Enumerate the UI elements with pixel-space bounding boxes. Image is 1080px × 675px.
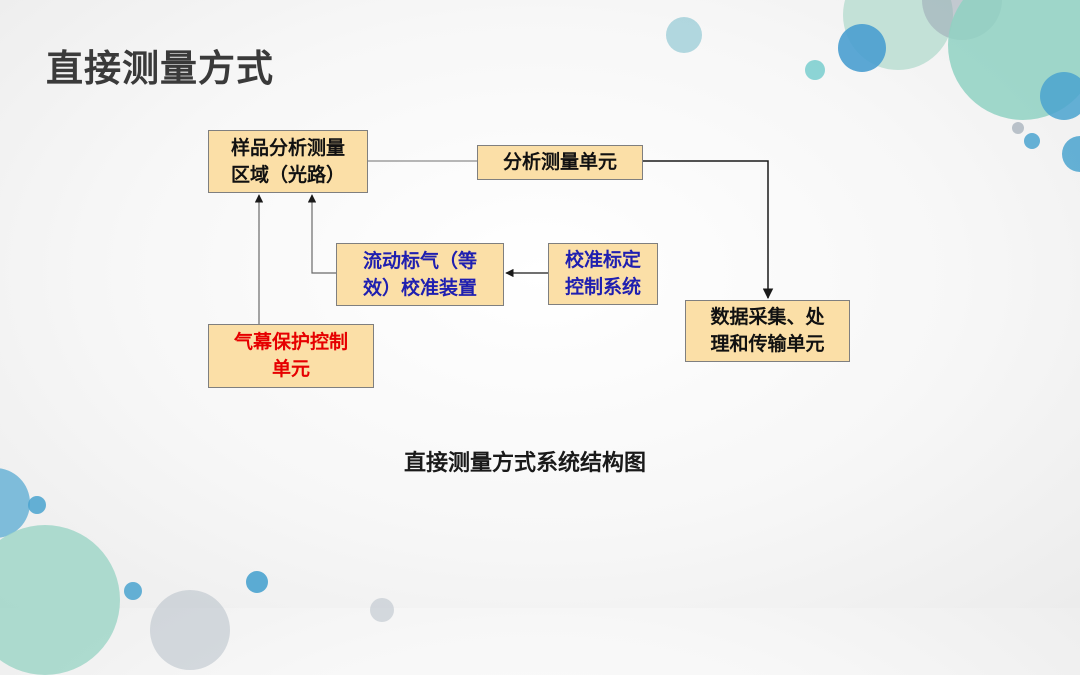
node-analysis-unit: 分析测量单元 xyxy=(477,145,643,180)
decor-bubble xyxy=(1012,122,1024,134)
node-data-unit-line2: 理和传输单元 xyxy=(710,333,825,355)
decor-bubble xyxy=(124,582,142,600)
decor-bubble xyxy=(805,60,825,80)
node-calib-control-line2: 控制系统 xyxy=(564,276,641,298)
node-flow-gas-line2: 效）校准装置 xyxy=(362,276,477,299)
decor-bubble xyxy=(1024,133,1040,149)
node-flow-gas: 流动标气（等 效）校准装置 xyxy=(336,243,504,306)
decor-bubble xyxy=(246,571,268,593)
node-analysis-unit-label: 分析测量单元 xyxy=(502,151,617,173)
node-curtain-control-line1: 气幕保护控制 xyxy=(233,331,348,353)
diagram-caption: 直接测量方式系统结构图 xyxy=(403,451,646,476)
node-flow-gas-line1: 流动标气（等 xyxy=(362,249,477,272)
decor-bubble xyxy=(1040,72,1080,120)
decor-bubble xyxy=(1062,136,1080,172)
decor-bubble xyxy=(666,17,702,53)
node-data-unit-line1: 数据采集、处 xyxy=(710,306,825,328)
node-curtain-control-line2: 单元 xyxy=(271,358,310,380)
node-curtain-control: 气幕保护控制 单元 xyxy=(208,324,374,388)
node-data-unit: 数据采集、处 理和传输单元 xyxy=(685,300,850,362)
decor-bubble xyxy=(838,24,886,72)
node-sample-area-line2: 区域（光路） xyxy=(230,163,345,186)
node-calib-control: 校准标定 控制系统 xyxy=(548,243,658,305)
decor-bubble xyxy=(28,496,46,514)
node-calib-control-line1: 校准标定 xyxy=(564,249,641,271)
node-sample-area-line1: 样品分析测量 xyxy=(230,136,345,159)
arrow-flowgas-to-sample xyxy=(307,194,336,274)
node-sample-area: 样品分析测量 区域（光路） xyxy=(208,130,368,193)
connector-lines xyxy=(254,160,774,324)
slide-title: 直接测量方式 xyxy=(46,47,274,90)
arrow-analysis-to-data xyxy=(643,160,774,300)
